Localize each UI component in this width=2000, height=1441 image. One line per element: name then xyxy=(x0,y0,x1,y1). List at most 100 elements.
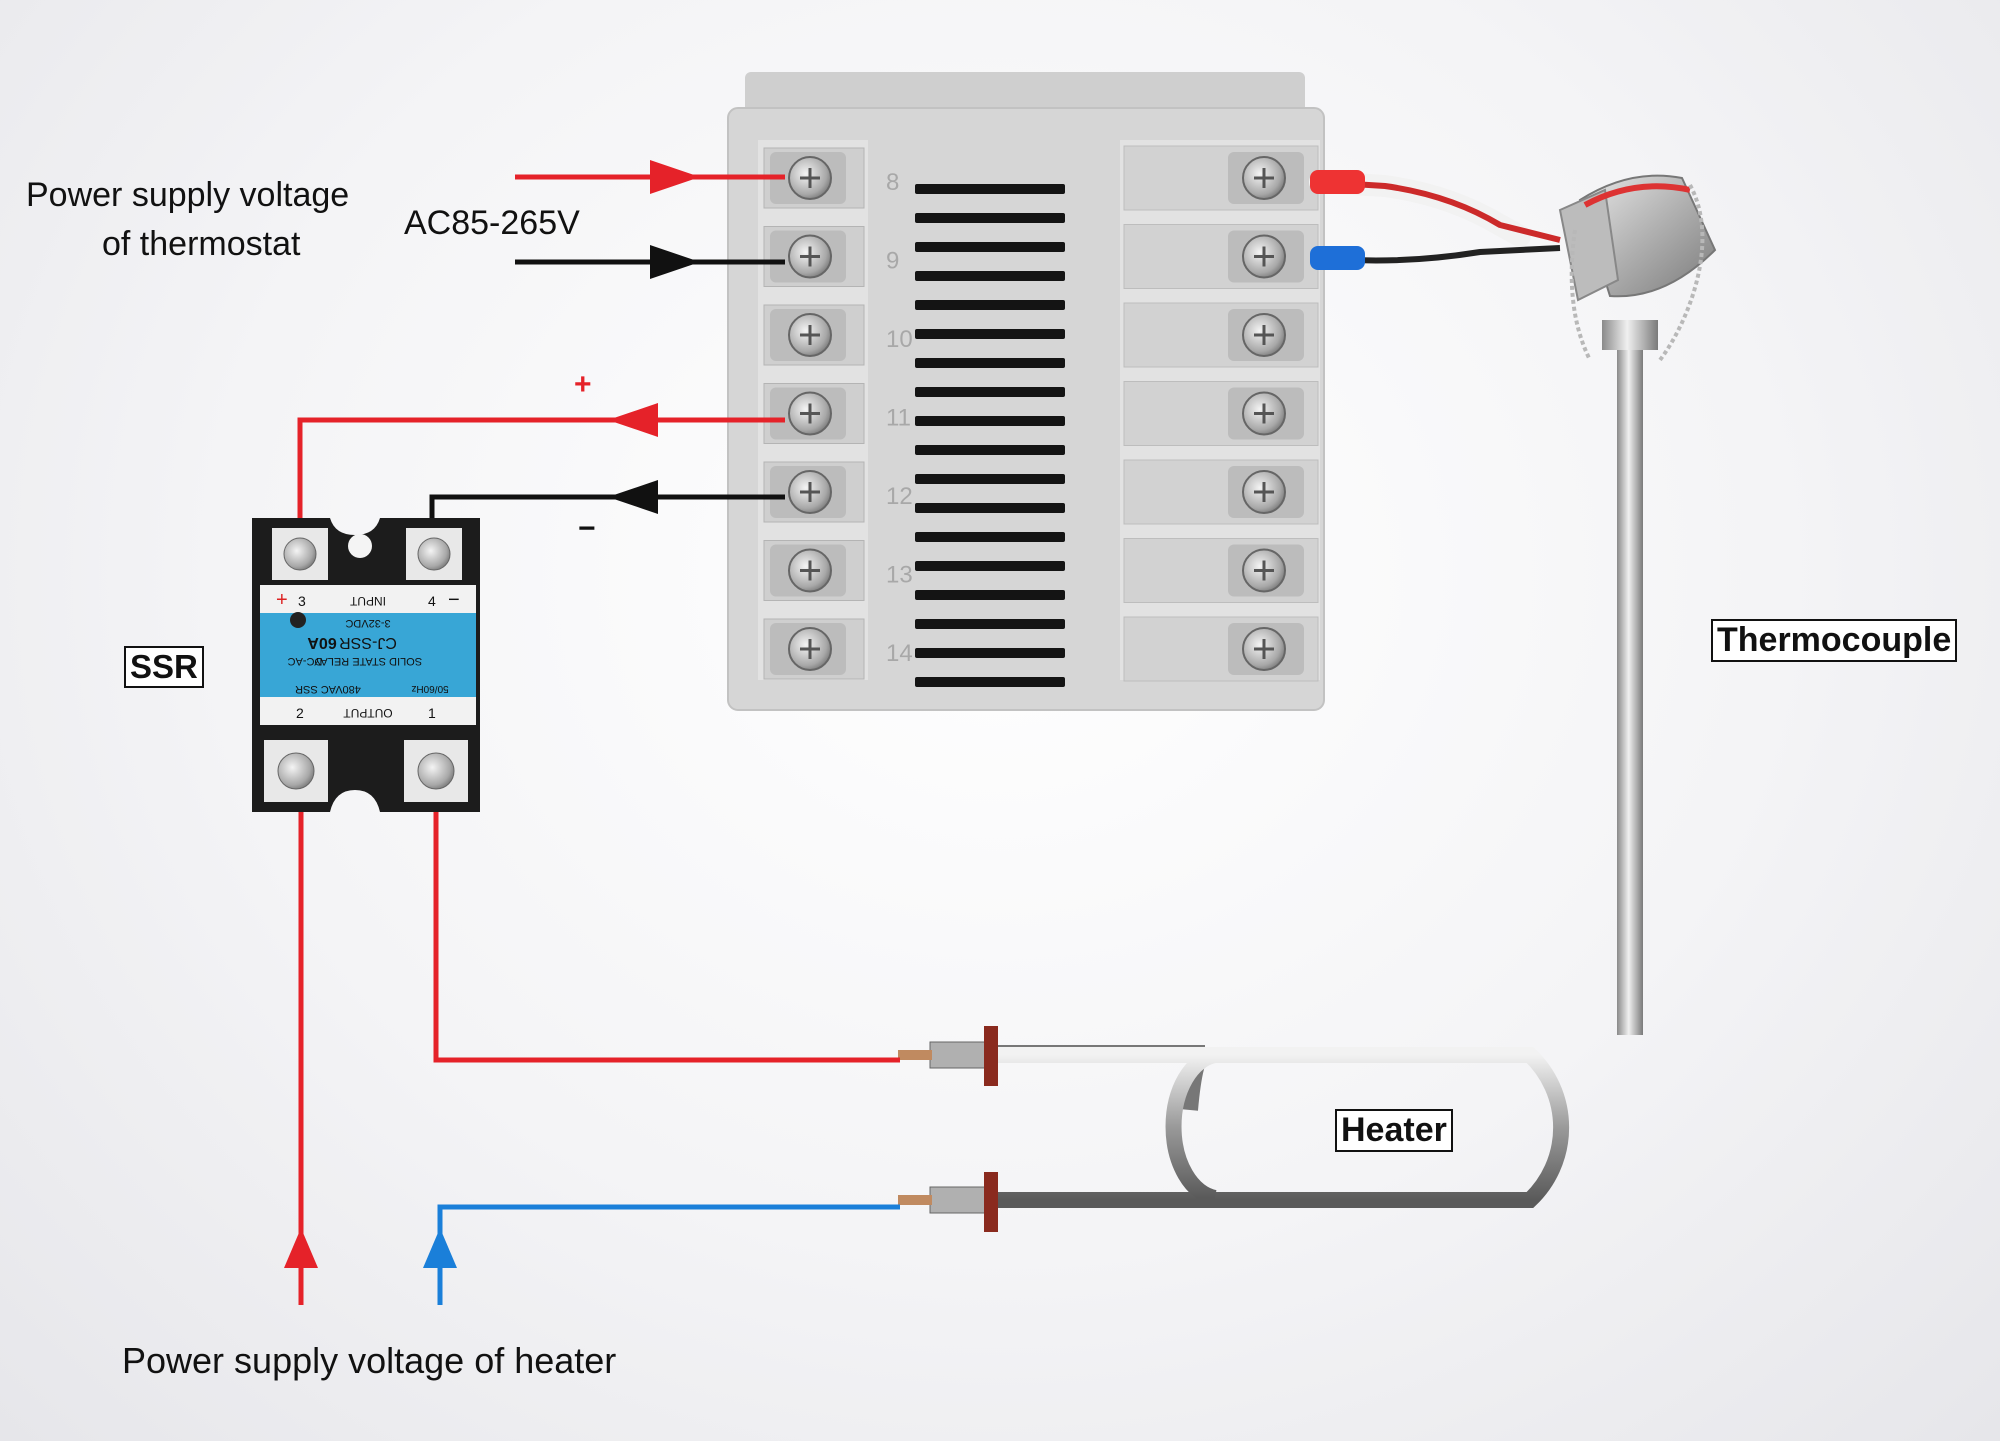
thermocouple-fitting xyxy=(1602,320,1658,350)
vent-slot xyxy=(915,213,1065,223)
thermostat-supply-label-line1: Power supply voltage xyxy=(26,176,350,214)
ssr-mode: DC-AC xyxy=(288,655,323,667)
ssr-frequency: 50/60Hz xyxy=(411,683,448,694)
thermocouple-probe-rod xyxy=(1617,340,1643,1035)
left-screw-slot xyxy=(800,168,820,188)
thermocouple-label: Thermocouple xyxy=(1711,619,1958,663)
heater-label: Heater xyxy=(1335,1109,1453,1153)
terminal-number: 9 xyxy=(886,248,899,275)
tubular-heater xyxy=(898,1026,1570,1232)
heater-fitting-bottom xyxy=(929,1186,987,1214)
blue-spade-connector xyxy=(1310,246,1365,270)
ssr-input-minus: − xyxy=(448,589,460,611)
ssr-screw-4 xyxy=(417,537,451,571)
thermocouple-cable-gland xyxy=(1558,188,1620,302)
right-screw-slot xyxy=(1254,639,1274,659)
vent-slot xyxy=(915,561,1065,571)
ssr-screw-1 xyxy=(417,752,455,790)
vent-slot xyxy=(915,184,1065,194)
vent-slot xyxy=(915,590,1065,600)
vent-slot xyxy=(915,474,1065,484)
ssr-input-title: INPUT xyxy=(349,594,386,608)
left-screw-slot xyxy=(800,246,820,267)
thermocouple-red-wire xyxy=(1319,179,1561,243)
heater-fitting-top xyxy=(929,1041,987,1069)
vent-slot xyxy=(915,242,1065,252)
terminal-number: 11 xyxy=(886,405,911,432)
heater-terminal-bottom xyxy=(898,1195,932,1205)
terminal-numbers: 8 9 10 11 12 13 14 xyxy=(886,169,913,667)
heater-neutral-wire xyxy=(437,1204,900,1305)
vent-slot xyxy=(915,648,1065,658)
terminal-number: 14 xyxy=(886,640,913,667)
ssr-current-rating: 60A xyxy=(307,634,337,651)
ssr-input-plus-arrow xyxy=(608,403,658,437)
ssr-output-title: OUTPUT xyxy=(343,706,393,720)
heater-supply-neutral-arrow xyxy=(423,1228,457,1268)
thermocouple-head-gasket xyxy=(1583,183,1691,208)
heater-terminal-top xyxy=(898,1050,932,1060)
right-screw-slot xyxy=(1254,403,1274,424)
ssr-led-indicator xyxy=(290,612,306,628)
ssr-input-band xyxy=(260,585,476,613)
thermostat-supply-label-line2: of thermostat xyxy=(102,225,301,263)
ssr-input-minus-arrow xyxy=(608,480,658,514)
thermocouple-chain-left xyxy=(1569,229,1592,361)
right-screw-slot xyxy=(1254,482,1274,502)
vent-slot xyxy=(915,358,1065,368)
vent-slot xyxy=(915,445,1065,455)
ssr-terminal-1-label: 1 xyxy=(428,705,436,721)
heater-flange-top xyxy=(984,1026,998,1086)
thermocouple-leads xyxy=(1309,170,1561,270)
ssr-input-range: 3-32VDC xyxy=(345,617,390,629)
ac-voltage-label: AC85-265V xyxy=(404,204,580,242)
vent-slot xyxy=(915,677,1065,687)
left-terminals xyxy=(763,147,865,680)
ssr-model: CJ-SSR xyxy=(339,634,397,651)
left-screw-slot xyxy=(800,639,820,659)
ssr-terminal-4-label: 4 xyxy=(428,593,436,609)
vent-slot xyxy=(915,532,1065,542)
plus-label: + xyxy=(574,368,592,401)
ssr-screw-2 xyxy=(277,752,315,790)
ssr-input-plus-wire xyxy=(297,417,785,545)
terminal-number: 10 xyxy=(886,326,913,353)
thermostat-neutral-arrow xyxy=(650,245,700,279)
ssr-screw-3 xyxy=(283,537,317,571)
vent-slot xyxy=(915,416,1065,426)
left-screw-slot xyxy=(800,403,820,424)
temperature-controller: 8 9 10 11 12 13 14 xyxy=(727,72,1325,711)
red-spade-connector xyxy=(1310,170,1365,194)
terminal-number: 13 xyxy=(886,562,913,589)
right-screw-slot xyxy=(1254,560,1274,581)
vent-slot xyxy=(915,619,1065,629)
minus-label: − xyxy=(578,512,596,545)
wiring xyxy=(284,160,900,1305)
ssr-output-band xyxy=(260,697,476,725)
ssr-label: SSR xyxy=(124,646,204,688)
thermocouple-chain xyxy=(1658,184,1705,362)
heater-supply-label: Power supply voltage of heater xyxy=(122,1340,617,1381)
right-terminals xyxy=(1123,145,1319,682)
terminal-number: 12 xyxy=(886,483,913,510)
left-screw-slot xyxy=(800,560,820,581)
terminal-number: 8 xyxy=(886,169,899,196)
vent-slot xyxy=(915,503,1065,513)
ssr-voltage-rating: 480VAC SSR xyxy=(295,683,361,695)
solid-state-relay: + 3 INPUT 4 − 3-32VDC CJ-SSR 60A SOLID S… xyxy=(252,518,480,812)
ssr-type: SOLID STATE RELAY xyxy=(313,655,422,667)
ssr-mounting-hole-top xyxy=(348,534,372,558)
heater-outer-loop xyxy=(990,1047,1570,1208)
ssr-input-plus: + xyxy=(276,589,288,611)
right-screw-slot xyxy=(1254,246,1274,267)
heater-supply-live-arrow xyxy=(284,1228,318,1268)
vent-slot xyxy=(915,329,1065,339)
vent-slot xyxy=(915,387,1065,397)
thermocouple xyxy=(1558,174,1717,1035)
ssr-terminal-3-label: 3 xyxy=(298,593,306,609)
left-screw-slot xyxy=(800,482,820,502)
right-screw-slot xyxy=(1254,325,1274,345)
vent-slot xyxy=(915,271,1065,281)
